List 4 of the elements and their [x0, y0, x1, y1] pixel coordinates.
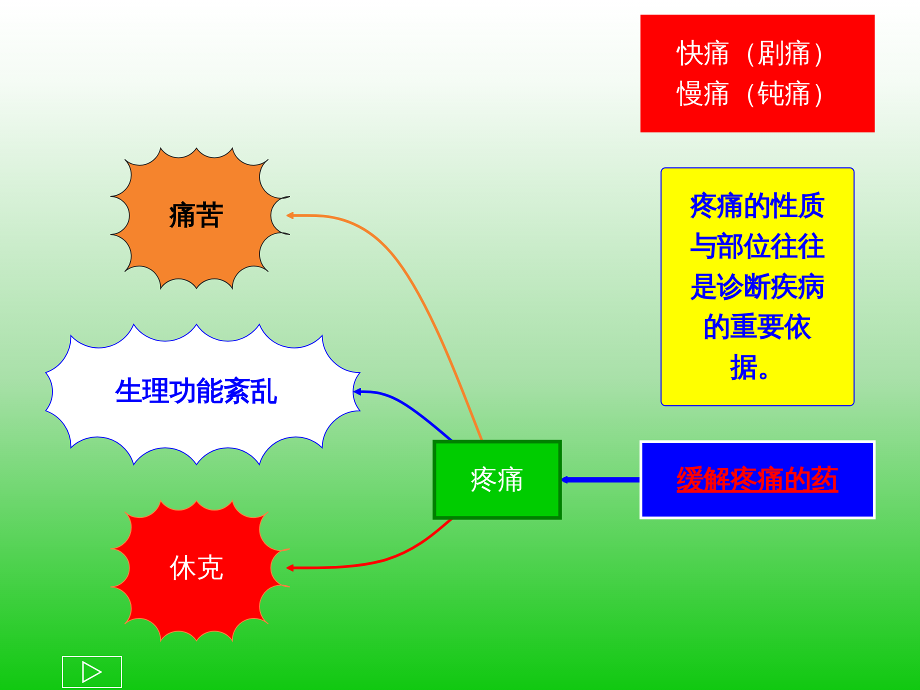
arrow	[286, 212, 484, 442]
node-box: 快痛（剧痛） 慢痛（钝痛）	[640, 14, 875, 132]
arrow	[353, 388, 454, 443]
node-box: 疼痛	[432, 440, 562, 520]
